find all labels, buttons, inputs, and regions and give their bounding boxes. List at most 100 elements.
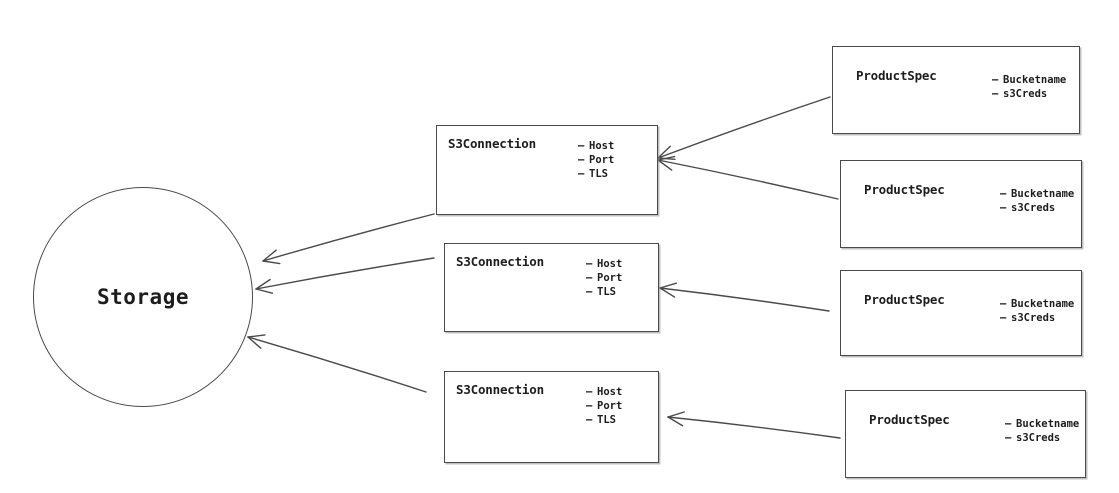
edge-line (255, 257, 435, 290)
bullet-dash-icon: – (578, 140, 585, 152)
bullet-dash-icon: – (1000, 188, 1007, 200)
edge-conn3-to-storage (247, 334, 427, 393)
bullet-dash-icon: – (586, 414, 593, 426)
attr-item: –s3Creds (1005, 431, 1079, 445)
node-productspec-1-attrs: –Bucketname–s3Creds (992, 73, 1066, 101)
attr-item: –Port (586, 271, 622, 285)
bullet-dash-icon: – (586, 286, 593, 298)
bullet-dash-icon: – (992, 88, 999, 100)
node-storage-label: Storage (96, 285, 189, 309)
edge-conn2-to-storage (255, 257, 435, 294)
attr-label: Host (589, 140, 615, 152)
attr-label: TLS (597, 286, 616, 298)
attr-label: s3Creds (1011, 312, 1056, 324)
attr-item: –TLS (586, 413, 622, 427)
arrowhead-barb-1 (659, 282, 678, 289)
bullet-dash-icon: – (578, 168, 585, 180)
attr-label: Host (597, 258, 623, 270)
attr-item: –Bucketname (1000, 187, 1074, 201)
edge-line (262, 213, 435, 262)
edge-line (657, 159, 839, 200)
arrowhead-barb-2 (657, 159, 673, 171)
arrowhead-barb-1 (255, 278, 271, 290)
edge-spec2-to-conn1 (657, 155, 839, 200)
attr-label: Bucketname (1011, 188, 1075, 200)
attr-label: TLS (597, 414, 616, 426)
arrowhead-barb-1 (247, 334, 266, 338)
attr-label: Port (597, 400, 623, 412)
node-s3connection-2-attrs: –Host–Port–TLS (586, 257, 622, 299)
attr-item: –Host (586, 385, 622, 399)
node-productspec-2-attrs: –Bucketname–s3Creds (1000, 187, 1074, 215)
bullet-dash-icon: – (586, 400, 593, 412)
bullet-dash-icon: – (1000, 298, 1007, 310)
node-productspec-2-title: ProductSpec (864, 182, 945, 197)
arrowhead-barb-2 (657, 157, 676, 161)
attr-label: s3Creds (1011, 202, 1056, 214)
attr-label: Bucketname (1003, 74, 1067, 86)
attr-label: TLS (589, 168, 608, 180)
attr-label: Port (597, 272, 623, 284)
node-s3connection-3-title: S3Connection (456, 382, 544, 397)
arrowhead-barb-2 (659, 287, 676, 298)
arrowhead-barb-1 (657, 155, 676, 161)
node-productspec-1[interactable] (832, 46, 1080, 134)
node-productspec-1-title: ProductSpec (856, 68, 937, 83)
attr-label: Bucketname (1016, 418, 1080, 430)
arrowhead-barb-1 (667, 411, 685, 418)
node-productspec-4[interactable] (845, 390, 1086, 478)
edge-spec1-to-conn1 (657, 96, 831, 161)
node-s3connection-1-title: S3Connection (448, 136, 536, 151)
attr-item: –s3Creds (992, 87, 1066, 101)
edge-conn1-to-storage (262, 213, 435, 265)
attr-item: –s3Creds (1000, 201, 1074, 215)
node-productspec-4-title: ProductSpec (869, 412, 950, 427)
bullet-dash-icon: – (1005, 432, 1012, 444)
node-storage[interactable]: Storage (33, 187, 253, 407)
arrowhead-barb-2 (255, 288, 274, 294)
node-s3connection-3-attrs: –Host–Port–TLS (586, 385, 622, 427)
node-s3connection-2[interactable] (444, 243, 659, 332)
edge-line (657, 96, 831, 159)
attr-item: –Bucketname (1005, 417, 1079, 431)
attr-item: –TLS (586, 285, 622, 299)
node-s3connection-1-attrs: –Host–Port–TLS (578, 139, 614, 181)
bullet-dash-icon: – (1000, 202, 1007, 214)
node-productspec-4-attrs: –Bucketname–s3Creds (1005, 417, 1079, 445)
node-s3connection-3[interactable] (444, 371, 659, 463)
attr-item: –TLS (578, 167, 614, 181)
edge-line (659, 287, 830, 312)
bullet-dash-icon: – (1005, 418, 1012, 430)
edge-line (247, 336, 427, 393)
edge-spec4-to-conn3 (667, 411, 841, 439)
attr-label: Bucketname (1011, 298, 1075, 310)
arrowhead-barb-1 (657, 145, 672, 159)
node-productspec-3[interactable] (840, 270, 1082, 356)
bullet-dash-icon: – (586, 258, 593, 270)
arrowhead-barb-2 (247, 336, 262, 349)
attr-item: –Bucketname (992, 73, 1066, 87)
arrowhead-barb-1 (262, 249, 277, 262)
node-s3connection-1[interactable] (436, 125, 658, 215)
attr-label: s3Creds (1003, 88, 1048, 100)
node-productspec-2[interactable] (840, 160, 1082, 248)
bullet-dash-icon: – (586, 272, 593, 284)
attr-item: –Port (578, 153, 614, 167)
arrowhead-barb-2 (667, 416, 684, 427)
attr-label: Port (589, 154, 615, 166)
attr-item: –Host (578, 139, 614, 153)
attr-label: s3Creds (1016, 432, 1061, 444)
arrowhead-barb-2 (262, 260, 281, 265)
node-s3connection-2-title: S3Connection (456, 254, 544, 269)
bullet-dash-icon: – (1000, 312, 1007, 324)
edge-spec3-to-conn2 (659, 282, 830, 312)
bullet-dash-icon: – (578, 154, 585, 166)
attr-item: –s3Creds (1000, 311, 1074, 325)
attr-item: –Bucketname (1000, 297, 1074, 311)
attr-item: –Port (586, 399, 622, 413)
bullet-dash-icon: – (992, 74, 999, 86)
node-productspec-3-attrs: –Bucketname–s3Creds (1000, 297, 1074, 325)
attr-item: –Host (586, 257, 622, 271)
node-productspec-3-title: ProductSpec (864, 292, 945, 307)
